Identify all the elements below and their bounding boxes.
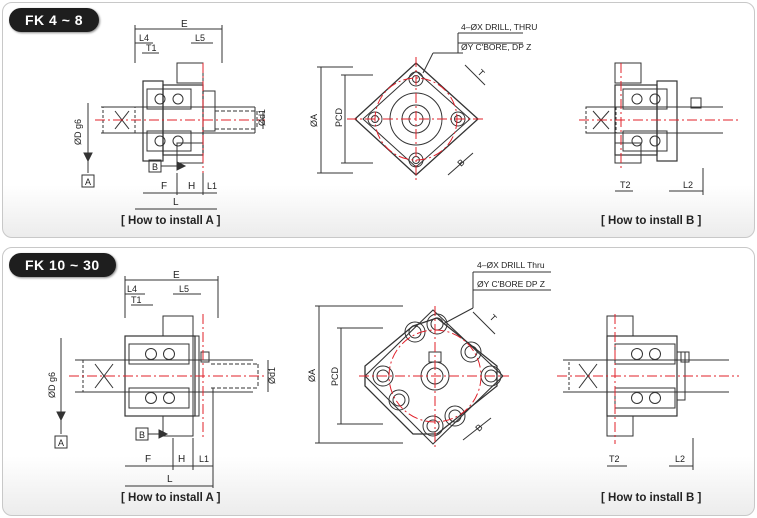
flange-front-centerlines [347,57,485,181]
dim-d1: Ød1 [267,367,277,384]
caption-install-a: [ How to install A ] [121,215,221,227]
flange-front-centerlines [359,306,509,448]
dim-d: ØD g6 [73,119,83,145]
dim-f: F [161,181,167,192]
dim-l1: L1 [207,181,217,191]
install-b-centerlines [557,314,739,444]
dim-l5: L5 [195,33,205,43]
dim-h: H [178,454,185,465]
install-b-centerlines [579,63,739,171]
drawing-fk-10-30: E L4 L5 T1 F H L1 L A B ØD g6 Ød1 [47,260,739,488]
caption-install-b: [ How to install B ] [601,492,702,504]
dim-b: B [473,422,484,433]
dim-b: B [455,157,466,168]
dim-e: E [173,270,180,281]
dim-l4: L4 [139,33,149,43]
install-b-drawing [585,62,723,195]
ref-a: A [58,438,64,448]
install-a-drawing [81,25,264,210]
ref-b: B [152,162,158,172]
dim-l: L [173,197,179,208]
cbore-note: ØY C'BORE DP Z [477,279,545,289]
dim-e: E [181,19,188,30]
ref-b: B [139,430,145,440]
drill-note: 4–ØX DRILL, THRU [461,22,537,32]
install-a-drawing [54,276,269,488]
dim-t2: T2 [620,180,631,190]
dim-l2: L2 [675,454,685,464]
flange-front-view [317,32,523,176]
dim-d: ØD g6 [47,372,57,398]
dim-pcd: PCD [334,107,344,127]
caption-install-a: [ How to install A ] [121,492,221,504]
dim-l: L [167,474,173,485]
install-b-drawing [563,315,729,470]
dim-h: H [188,181,195,192]
dim-t1: T1 [146,43,157,53]
dim-d1: Ød1 [257,109,267,126]
model-tag: FK 4 ~ 8 [9,8,100,32]
drill-note: 4–ØX DRILL Thru [477,260,545,270]
dim-a: ØA [309,114,319,127]
drawing-fk-4-8: E L4 L5 T1 F H L1 L A B ØD g6 Ød1 [73,19,739,210]
panel-fk-4-8: FK 4 ~ 8 [2,2,755,238]
dim-t1: T1 [131,295,142,305]
caption-install-b: [ How to install B ] [601,215,702,227]
dim-a: ØA [307,369,317,382]
dim-t: T [488,312,499,323]
model-tag: FK 10 ~ 30 [9,253,116,277]
dim-t2: T2 [609,454,620,464]
cbore-note: ØY C'BORE, DP Z [461,42,531,52]
dim-l1: L1 [199,454,209,464]
dim-f: F [145,454,151,465]
dim-l4: L4 [127,284,137,294]
dim-pcd: PCD [330,366,340,386]
ref-a: A [85,177,91,187]
panel-fk-10-30: FK 10 ~ 30 [2,247,755,516]
dim-t: T [476,67,487,78]
flange-front-view [315,271,551,445]
dim-l5: L5 [179,284,189,294]
dim-l2: L2 [683,180,693,190]
install-a-centerlines [69,314,265,438]
install-a-centerlines [95,63,265,173]
